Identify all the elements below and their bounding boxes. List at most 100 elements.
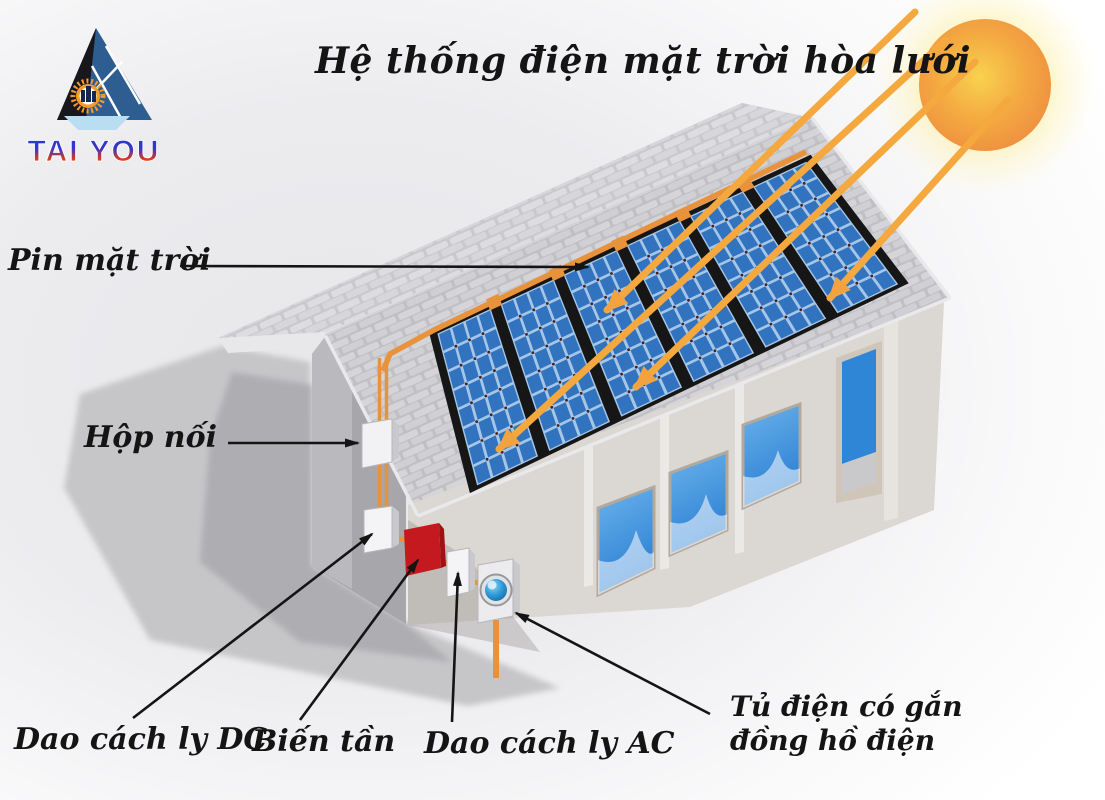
- panel-cell: [858, 277, 881, 297]
- cell-dot: [844, 266, 848, 269]
- arrow-solar-panel: [179, 262, 590, 272]
- cell-dot: [556, 424, 560, 427]
- panel-cell: [836, 246, 859, 266]
- panel-cell: [779, 191, 800, 211]
- cell-dot: [802, 182, 806, 185]
- cell-dot: [552, 320, 556, 323]
- cell-dot: [475, 420, 479, 423]
- cell-dot: [833, 250, 837, 254]
- cell-dot: [618, 289, 621, 293]
- panel-cell: [568, 395, 587, 417]
- gable-wall: [312, 337, 406, 624]
- panel-cell: [542, 323, 560, 345]
- panel-cell: [630, 386, 650, 408]
- cell-dot: [545, 302, 549, 305]
- panel-cell: [462, 360, 479, 382]
- cell-dot: [545, 344, 549, 348]
- panel-cell: [465, 316, 482, 338]
- cell-dot: [605, 337, 609, 341]
- panel-cell: [873, 270, 897, 290]
- cell-dot: [596, 278, 600, 282]
- sun-ray-2: [826, 96, 1012, 302]
- logo-sun-icon: [70, 78, 106, 114]
- panel-cell: [686, 359, 707, 381]
- panel-cell: [553, 402, 572, 424]
- panel-cell: [490, 347, 507, 369]
- window-2: [668, 449, 729, 558]
- cell-dot: [649, 358, 653, 362]
- diagram-title: Hệ thống điện mặt trời hòa lưới: [315, 40, 972, 82]
- cell-dot: [669, 265, 673, 268]
- cell-dot: [681, 322, 685, 326]
- panel-cell: [641, 234, 661, 255]
- panel-cell: [828, 209, 851, 228]
- cell-dot: [464, 382, 468, 386]
- panel-cell: [825, 231, 848, 251]
- panel-cell: [555, 316, 574, 338]
- panel-cell: [814, 216, 836, 235]
- cell-dot: [800, 203, 803, 207]
- panel-cell: [605, 251, 624, 272]
- cell-dot: [657, 376, 661, 379]
- cell-dot: [655, 271, 659, 275]
- cell-dot: [611, 313, 615, 317]
- cell-dot: [566, 356, 569, 359]
- cell-dot: [683, 258, 687, 262]
- panel-cell: [807, 260, 829, 280]
- label-inverter: Biến tần: [252, 724, 396, 759]
- meter-cabinet: [477, 558, 520, 624]
- cell-dot: [538, 326, 542, 330]
- junction-box: [361, 418, 399, 469]
- panel-cell: [840, 224, 862, 244]
- panel-cell: [615, 310, 634, 331]
- arrow-meter-cabinet: [514, 611, 711, 716]
- label-meter-cabinet-line1: Tủ điện có gắn: [730, 690, 963, 723]
- panel-cell: [476, 354, 493, 376]
- cell-dot: [515, 443, 519, 447]
- cell-dot: [586, 409, 590, 413]
- cell-dot: [489, 413, 493, 417]
- panel-cell: [492, 409, 510, 432]
- label-meter-cabinet: Tủ điện có gắn đồng hồ điện: [730, 690, 963, 758]
- panel-cell: [488, 454, 506, 477]
- panel-cell: [534, 347, 552, 369]
- panel-cell: [753, 286, 774, 306]
- panel-cell: [501, 384, 519, 406]
- inverter-box: [404, 523, 446, 576]
- panel-cell: [757, 325, 779, 346]
- eave-overhang: [218, 332, 325, 353]
- panel-cell: [701, 352, 722, 373]
- panel-cell: [734, 253, 755, 274]
- cell-dot: [495, 432, 499, 435]
- panel-cell: [613, 268, 632, 289]
- cell-dot: [719, 325, 723, 329]
- cell-dot: [664, 288, 668, 292]
- panel-cell: [458, 404, 476, 427]
- panel-cell: [628, 240, 647, 261]
- cell-dot: [579, 391, 583, 395]
- cell-dot: [612, 355, 616, 358]
- panel-cell: [468, 442, 486, 465]
- panel-cell: [538, 409, 557, 431]
- panel-cell: [496, 366, 513, 388]
- ac-isolator-box: [446, 547, 475, 598]
- panel-cell: [822, 253, 844, 273]
- panel-cell: [507, 402, 525, 425]
- panel-cell: [443, 348, 460, 370]
- panel-cell: [544, 427, 563, 450]
- panel-cell: [792, 288, 814, 309]
- window-3: [741, 401, 802, 511]
- arrow-ac-isolator: [450, 571, 462, 723]
- panel-cell: [562, 334, 581, 356]
- panel-cell: [677, 238, 697, 259]
- panel-cell: [439, 329, 455, 351]
- panel-cell: [589, 406, 609, 428]
- cell-dot: [660, 248, 664, 252]
- panel-cell: [778, 295, 799, 316]
- cell-dot: [590, 302, 594, 306]
- cell-dot: [672, 305, 676, 309]
- cell-dot: [479, 375, 482, 379]
- cell-dot: [473, 357, 477, 360]
- sun-rays: [495, 8, 1012, 453]
